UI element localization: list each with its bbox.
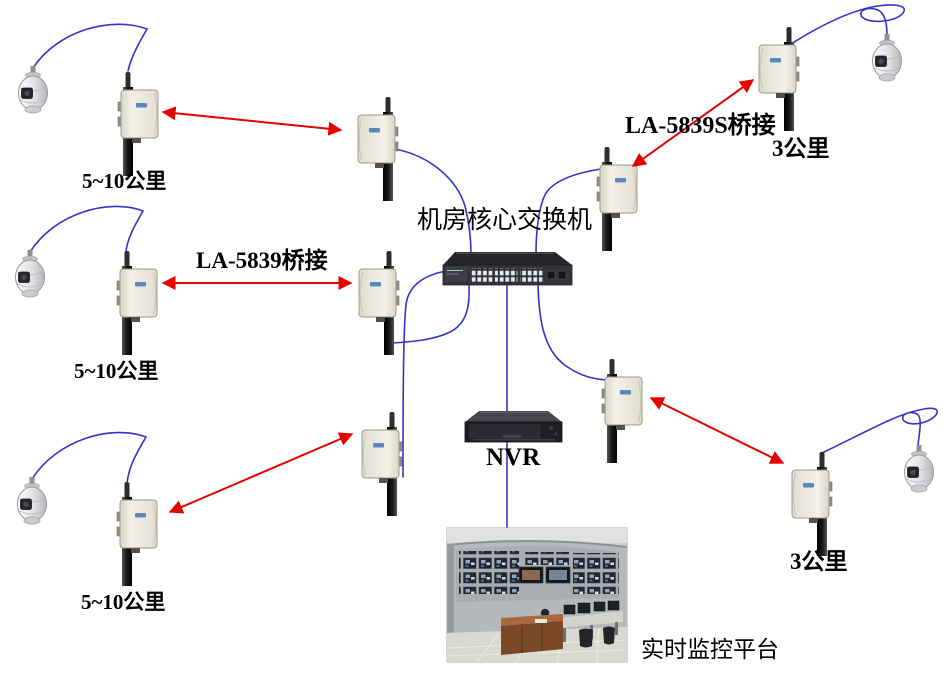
ptz-dome-camera-icon-top-left: [18, 65, 48, 114]
wireless-link-arrow-top-left: [161, 106, 343, 136]
ethernet-switch-icon: [442, 252, 573, 286]
outdoor-wireless-bridge-icon-central-right-upper: [596, 146, 638, 252]
cable-switch-bridge4: [391, 285, 470, 344]
label-core-switch: 机房核心交换机: [417, 207, 593, 234]
wireless-link-arrow-top-right: [631, 79, 755, 167]
ptz-dome-camera-icon-bottom-left: [17, 476, 47, 525]
outdoor-wireless-bridge-icon-central-right-lower: [601, 358, 643, 464]
outdoor-wireless-bridge-icon-central-lower: [361, 411, 403, 517]
ptz-dome-camera-icon-bottom-right: [904, 444, 934, 493]
cable-bridge2-switch: [394, 148, 472, 255]
label-monitor-platform: 实时监控平台: [641, 637, 779, 662]
outdoor-wireless-bridge-icon-central-top: [357, 96, 399, 202]
ptz-dome-camera-icon-top-right: [872, 33, 902, 82]
label-link-la5839: LA-5839桥接: [196, 248, 328, 273]
outdoor-wireless-bridge-icon-remote-top-left: [117, 71, 159, 177]
cable-bridge10-cam5: [821, 407, 938, 454]
outdoor-wireless-bridge-icon-remote-mid-left: [116, 250, 158, 356]
label-distance-bottom-left: 5~10公里: [81, 590, 166, 614]
cable-bridge8-cam4: [790, 4, 906, 45]
outdoor-wireless-bridge-icon-remote-bottom-left: [116, 481, 158, 587]
video-wall-control-room-photo: [446, 527, 628, 663]
label-nvr: NVR: [486, 444, 541, 471]
label-distance-top-right: 3公里: [772, 136, 830, 161]
cable-cam3-bridge6: [31, 431, 148, 484]
label-link-la5839s: LA-5839S桥接: [625, 113, 776, 139]
cable-switch-bridge9: [537, 285, 608, 381]
wireless-link-arrow-bottom-right: [649, 397, 785, 464]
label-distance-top-left: 5~10公里: [82, 169, 167, 193]
cable-cam2-bridge3: [29, 205, 145, 253]
label-distance-mid-left: 5~10公里: [74, 359, 159, 383]
label-distance-bottom-right: 3公里: [790, 549, 848, 574]
cable-cam1-bridge1: [32, 23, 149, 72]
outdoor-wireless-bridge-icon-central-mid: [358, 250, 400, 356]
outdoor-wireless-bridge-icon-remote-bottom-right: [791, 451, 833, 557]
cable-switch-bridge5: [402, 270, 447, 478]
nvr-recorder-icon: [464, 411, 563, 443]
wireless-link-arrow-bottom-left: [168, 432, 354, 514]
ptz-dome-camera-icon-mid-left: [15, 249, 45, 298]
cable-bridge7-switch: [535, 168, 602, 253]
